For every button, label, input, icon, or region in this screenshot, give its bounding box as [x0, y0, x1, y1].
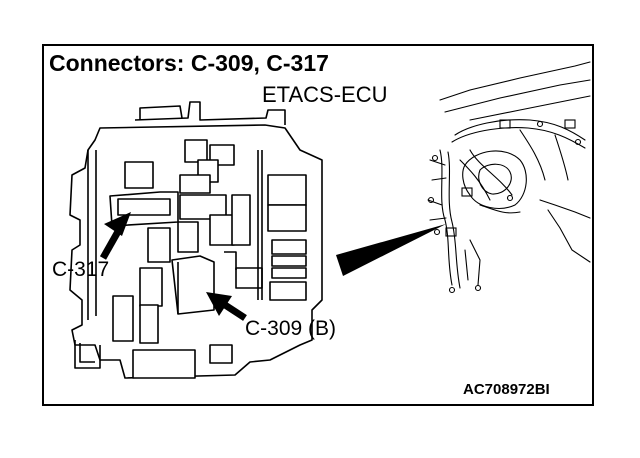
arrow-c309: [206, 292, 247, 321]
vehicle-dash-harness: [427, 61, 591, 294]
leader-wedge: [336, 224, 446, 276]
arrow-c317: [99, 212, 131, 260]
etacs-ecu-unit: [69, 101, 323, 379]
figure-id: AC708972BI: [463, 381, 550, 398]
component-label: ETACS-ECU: [262, 82, 388, 107]
callout-c317: C-317: [52, 258, 110, 281]
callout-c309: C-309 (B): [245, 317, 337, 340]
diagram-title: Connectors: C-309, C-317: [49, 50, 329, 76]
